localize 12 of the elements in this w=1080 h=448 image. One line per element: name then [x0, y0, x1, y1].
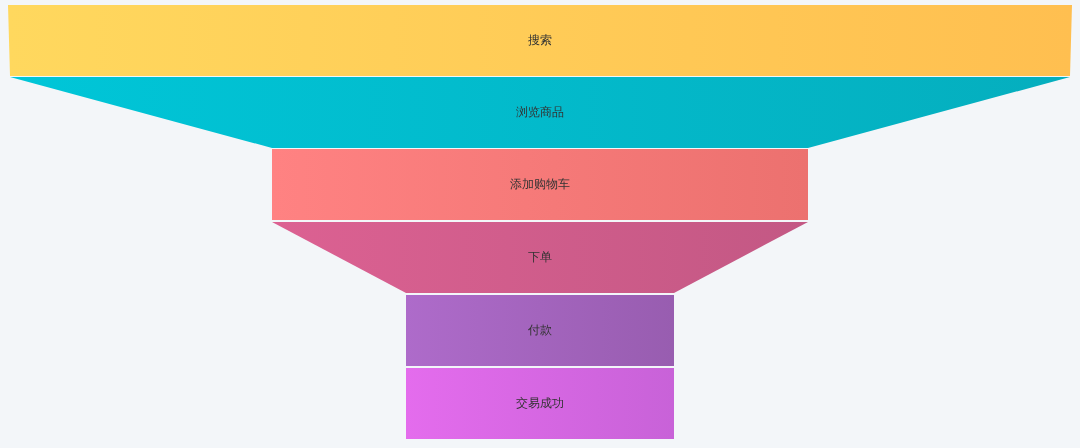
funnel-stage	[406, 368, 674, 439]
funnel-stage	[10, 77, 1070, 148]
stage-label: 交易成功	[516, 395, 564, 412]
funnel-stage	[272, 222, 808, 293]
funnel-stage	[406, 295, 674, 366]
stage-label: 下单	[528, 249, 552, 266]
funnel-stage	[8, 5, 1072, 76]
stage-label: 付款	[528, 322, 552, 339]
stage-label: 浏览商品	[516, 104, 564, 121]
stage-label: 添加购物车	[510, 176, 570, 193]
funnel-stage	[272, 149, 808, 220]
stage-label: 搜索	[528, 32, 552, 49]
